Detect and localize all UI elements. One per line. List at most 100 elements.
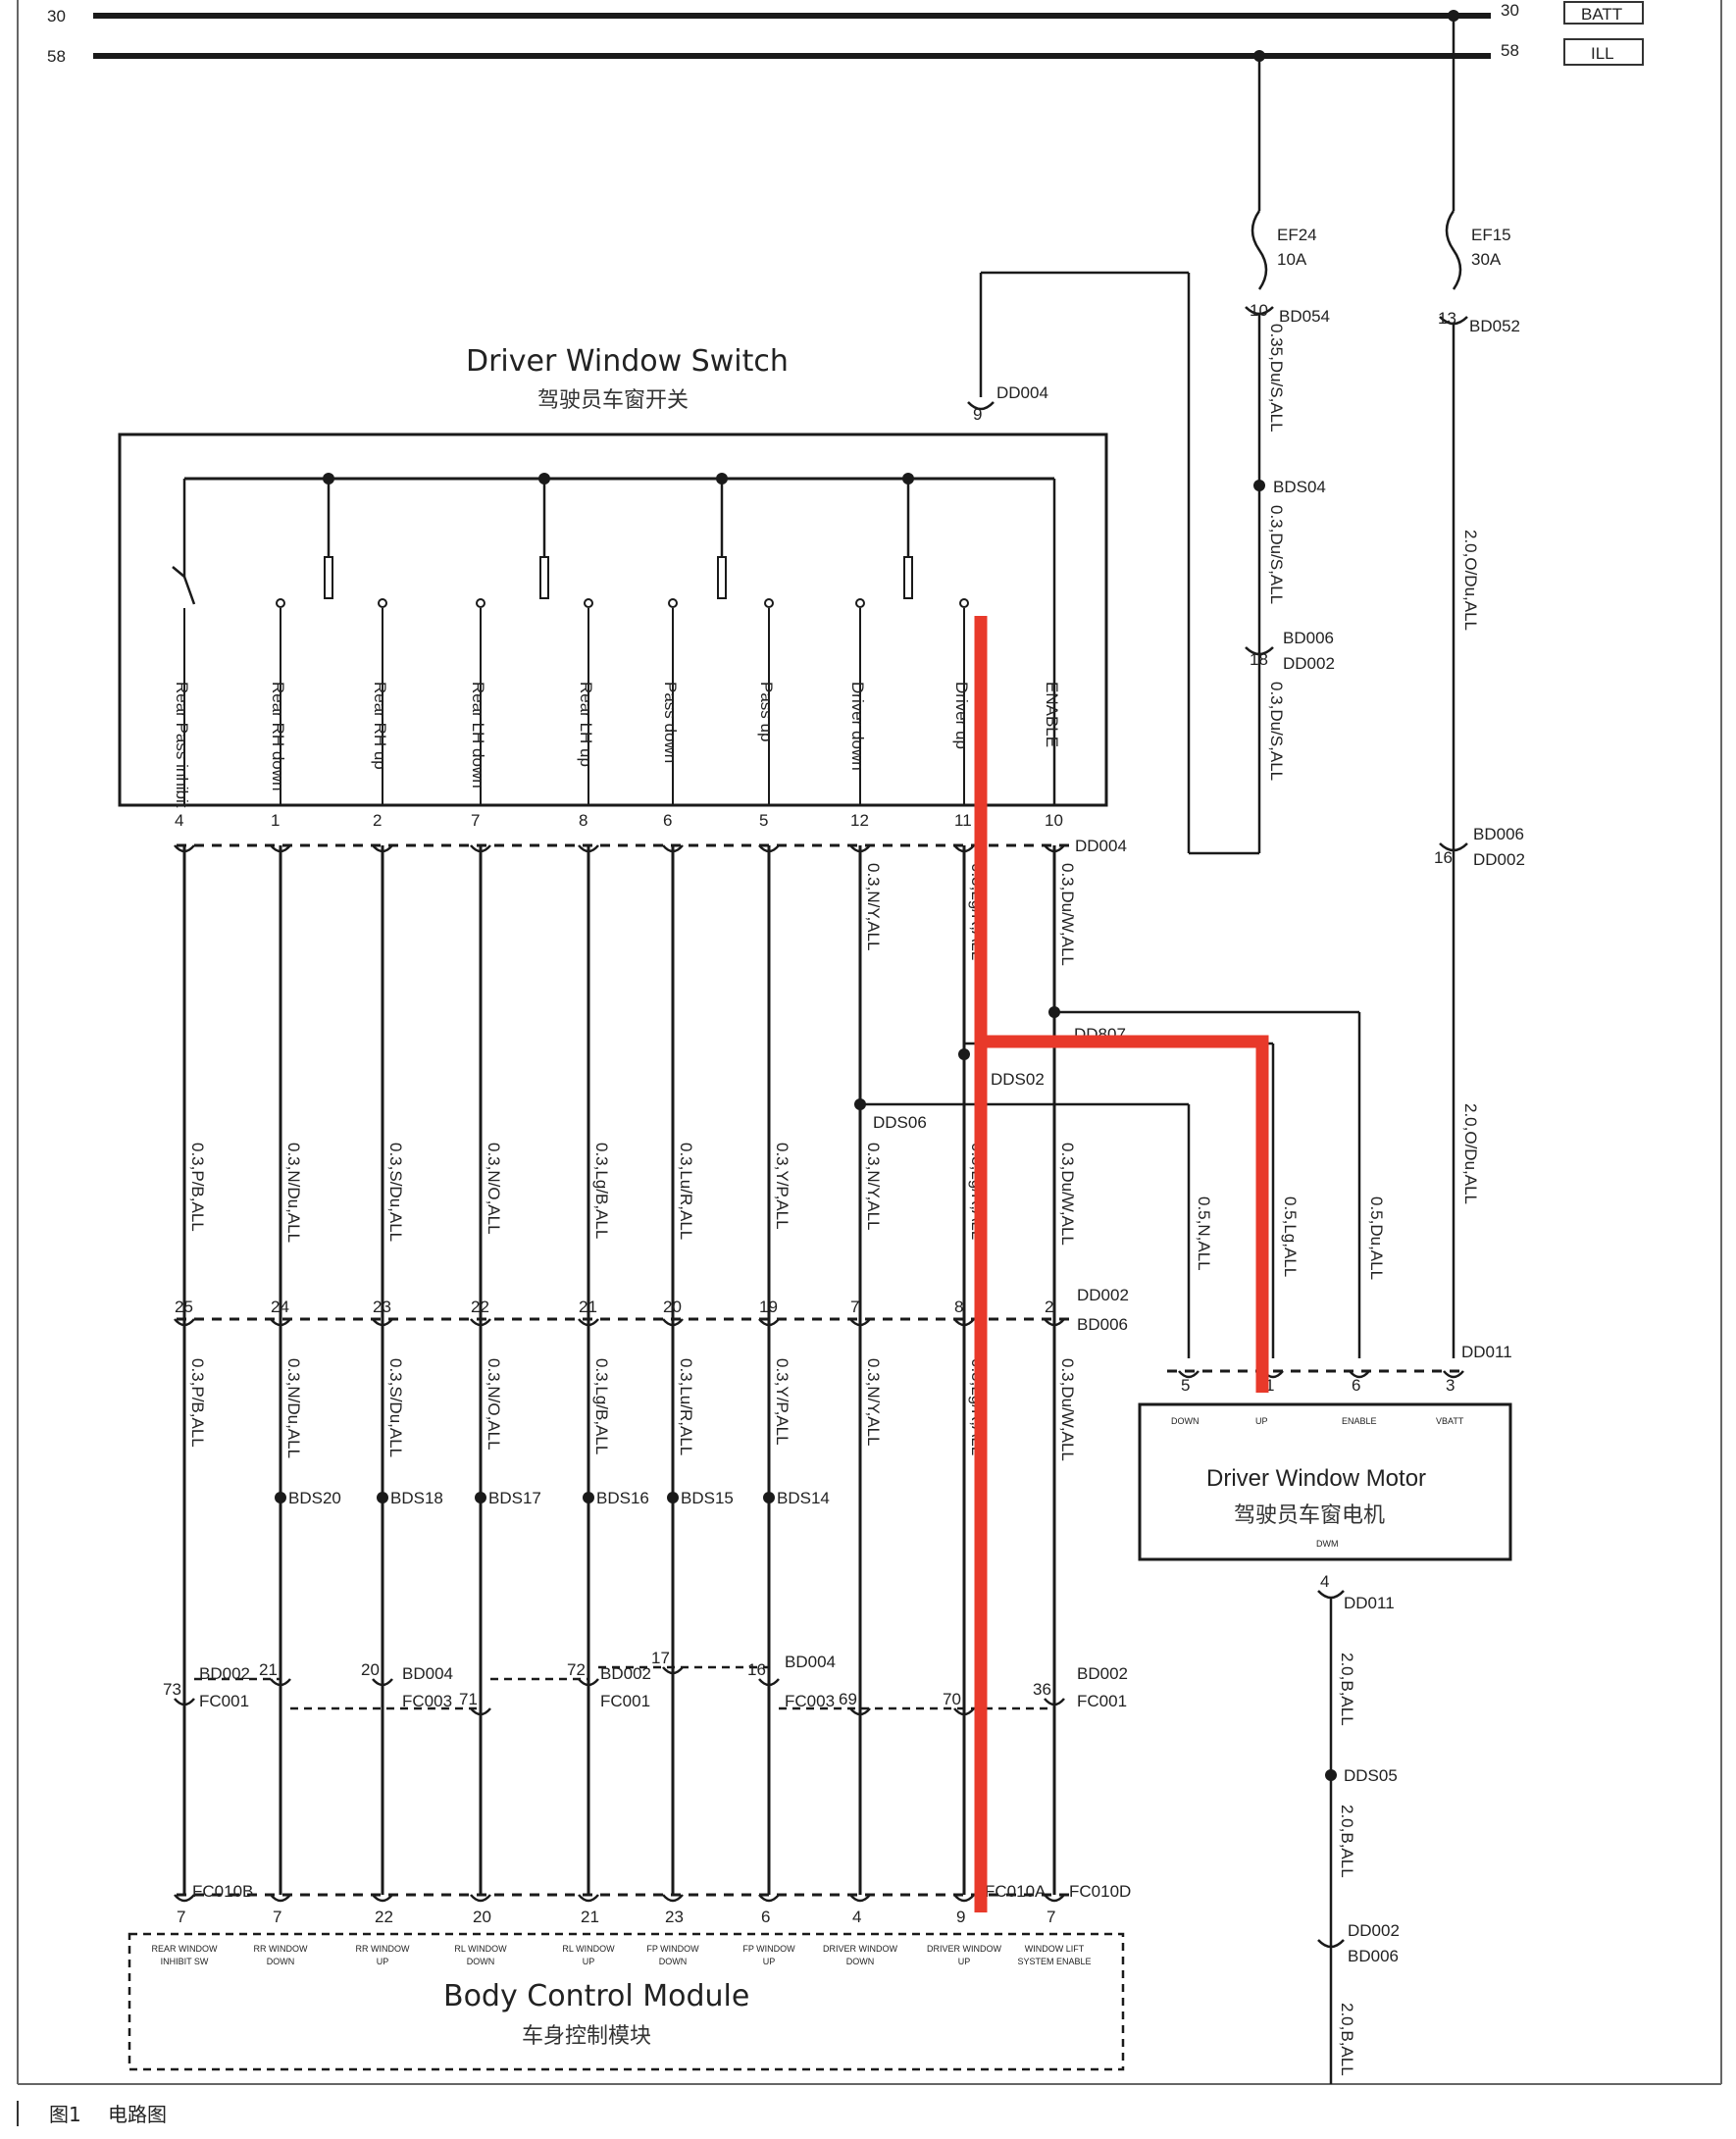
row3-connector-label: BD002	[199, 1664, 250, 1683]
switch-top-pin: 9	[973, 405, 982, 424]
pin-18: 18	[1250, 650, 1268, 669]
motor-wire-up: 0.5,Lg,ALL	[1281, 1197, 1300, 1277]
row3-connector-label: FC003	[785, 1692, 835, 1710]
wire-label-upper: 0.3,N/Du,ALL	[284, 1143, 303, 1243]
row2-connector-a: DD002	[1077, 1286, 1129, 1304]
row2-pin-icon	[372, 1318, 393, 1327]
switch-pin-number: 7	[471, 811, 480, 830]
ground-connector-icon	[1317, 1939, 1345, 1949]
row2-pin-number: 2	[1045, 1298, 1053, 1316]
switch-blade	[717, 556, 727, 599]
ef15-connector: BD052	[1469, 317, 1520, 335]
bds-label: BDS17	[488, 1489, 541, 1507]
wire-label-lower: 0.3,N/Du,ALL	[284, 1358, 303, 1458]
fc010a-label: FC010A	[985, 1882, 1047, 1901]
row3-connector-label: BD002	[600, 1664, 651, 1683]
row4-pin-icon	[662, 1894, 684, 1903]
row3-pin-number: 73	[163, 1680, 181, 1699]
row4-pin-icon	[372, 1894, 393, 1903]
row3-connector-label: BD004	[785, 1653, 836, 1671]
bds-label: BDS15	[681, 1489, 734, 1507]
ef15-wire-label-1: 2.0,O/Du,ALL	[1461, 530, 1480, 631]
row3-pin-number: 16	[747, 1660, 766, 1679]
row4-pin-number: 4	[852, 1908, 861, 1926]
row4-pin-icon	[849, 1894, 871, 1903]
bcm-pin-label: RL WINDOW	[562, 1944, 615, 1954]
ef15-name: EF15	[1471, 226, 1511, 244]
bcm-title: Body Control Module	[443, 1979, 749, 2013]
switch-terminal	[959, 598, 969, 608]
bd006-18-pin-icon	[1245, 646, 1274, 656]
bd006-16: BD006	[1473, 825, 1524, 843]
fc010d-label: FC010D	[1069, 1882, 1131, 1901]
motor-pin-icon	[1349, 1370, 1370, 1379]
dd002-16: DD002	[1473, 850, 1525, 869]
row4-pin-icon	[578, 1894, 599, 1903]
dds06-label: DDS06	[873, 1113, 927, 1132]
switch-pin-number: 8	[579, 811, 587, 830]
ground-wire-label-1: 2.0,B,ALL	[1338, 1653, 1356, 1726]
highlight-to-motor-up	[981, 1035, 1269, 1393]
bcm-pin-label: DRIVER WINDOW	[823, 1944, 898, 1954]
switch-blade	[324, 556, 333, 599]
row3-pin-icon	[849, 1707, 871, 1716]
row4-pin-icon	[174, 1894, 195, 1903]
row2-pin-number: 22	[471, 1298, 489, 1316]
bds-node	[377, 1492, 388, 1503]
caption-figure: 图1	[49, 2103, 81, 2126]
motor-ground-pin-icon	[1317, 1590, 1345, 1600]
row2-pin-number: 19	[759, 1298, 778, 1316]
motor-pin-label: UP	[1255, 1416, 1268, 1426]
motor-pin-label: VBATT	[1436, 1416, 1464, 1426]
row4-pin-number: 22	[375, 1908, 393, 1926]
motor-sub: DWM	[1316, 1539, 1339, 1549]
row3-connector-label: BD004	[402, 1664, 453, 1683]
row2-pin-icon	[578, 1318, 599, 1327]
switch-contacts	[172, 473, 914, 605]
bds-node	[275, 1492, 286, 1503]
bds04-node	[1253, 480, 1265, 491]
row2-pin-icon	[1044, 1318, 1065, 1327]
motor-pin-icon	[1443, 1370, 1464, 1379]
bcm-box	[128, 1932, 1125, 2071]
switch-pin-label: Rear Pass inhibit	[173, 682, 191, 808]
row2-pin-icon	[953, 1318, 975, 1327]
bcm-pin-label: UP	[583, 1957, 595, 1966]
row3-pin-icon	[578, 1678, 599, 1687]
switch-pin-number: 12	[850, 811, 869, 830]
bcm-pin-label: FP WINDOW	[742, 1944, 795, 1954]
motor-connector: DD011	[1461, 1343, 1512, 1361]
row3-pin-icon	[470, 1707, 491, 1716]
bcm-pin-label: UP	[377, 1957, 389, 1966]
bds04-label: BDS04	[1273, 478, 1326, 496]
fuse-ef15-icon	[1445, 210, 1462, 290]
motor-ground-pin: 4	[1320, 1572, 1329, 1591]
wire-label-upper: 0.3,N/Y,ALL	[864, 1143, 883, 1230]
bds-label: BDS14	[777, 1489, 830, 1507]
motor-ground-connector: DD011	[1344, 1594, 1395, 1612]
row3-pin-icon	[174, 1698, 195, 1706]
row4-pin-number: 6	[761, 1908, 770, 1926]
row4-pin-number: 23	[665, 1908, 684, 1926]
row3-pin-icon	[270, 1678, 291, 1687]
bd006-18: BD006	[1283, 629, 1334, 647]
row3-pin-number: 20	[361, 1660, 380, 1679]
row3-connector-label: FC001	[1077, 1692, 1127, 1710]
ef24-name: EF24	[1277, 226, 1317, 244]
bcm-pin-label: RR WINDOW	[254, 1944, 308, 1954]
motor-pin-number: 1	[1265, 1376, 1274, 1395]
dds05-label: DDS05	[1344, 1766, 1398, 1785]
wire-label-upper: 0.3,Du/W,ALL	[1058, 1143, 1077, 1246]
ef15-wire-label-2: 2.0,O/Du,ALL	[1461, 1103, 1480, 1204]
row3-connector-label: FC001	[600, 1692, 650, 1710]
batt-box	[1563, 1, 1644, 25]
dd002-18: DD002	[1283, 654, 1335, 673]
switch-blade	[903, 556, 913, 599]
wire-label-lower: 0.3,Du/W,ALL	[1058, 1358, 1077, 1461]
bcm-pin-label: WINDOW LIFT	[1025, 1944, 1085, 1954]
